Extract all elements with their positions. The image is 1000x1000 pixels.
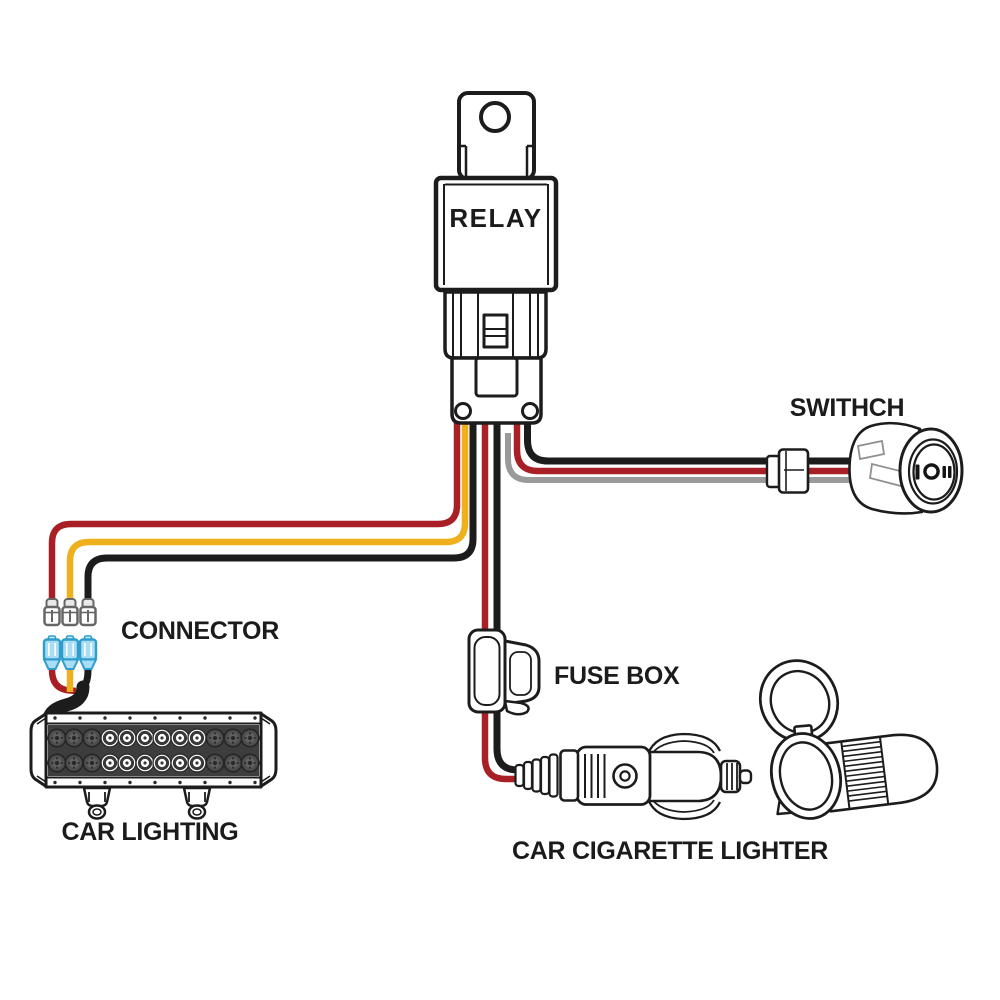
connector-terminals — [42, 597, 98, 671]
female-terminal-icon — [78, 634, 98, 671]
plug-collar — [559, 749, 580, 802]
switch-label: SWITHCH — [790, 394, 905, 422]
cigarette-lighter-plug — [514, 732, 753, 821]
wire-relay-connector-black — [84, 412, 477, 601]
female-terminal-icon — [42, 634, 62, 671]
fuse-box — [467, 628, 541, 716]
relay-label: RELAY — [449, 203, 542, 233]
switch-markings-I-O-II — [915, 463, 952, 480]
marking-II — [942, 466, 946, 478]
light-bar-endcap-right — [258, 711, 278, 789]
male-terminal-icon — [61, 597, 79, 627]
plug-barrel — [647, 750, 723, 803]
relay-assembly — [433, 91, 559, 425]
wire-relay-switch-black — [524, 412, 860, 465]
switch-rocker-face[interactable] — [912, 443, 956, 501]
male-terminal-icon — [79, 597, 97, 627]
marking-O — [923, 463, 940, 480]
car-lighting-label: CAR LIGHTING — [62, 818, 239, 846]
wire-relay-connector-yellow — [66, 412, 469, 601]
switch — [848, 421, 964, 515]
marking-I — [915, 464, 920, 480]
connector-label: CONNECTOR — [121, 617, 279, 645]
plug-tip-contact — [738, 769, 753, 785]
wire-harness — [42, 412, 860, 783]
wire-relay-switch-gray — [505, 433, 860, 483]
wire-relay-connector-red — [48, 412, 461, 601]
relay-body — [433, 175, 559, 293]
female-terminal-icon — [60, 634, 80, 671]
wire-connector-bar-red — [48, 669, 77, 695]
relay-socket — [443, 290, 548, 425]
marking-II — [948, 466, 952, 478]
fuse-box-body — [467, 628, 507, 714]
labels: RELAY SWITHCH CONNECTOR FUSE BOX CAR LIG… — [62, 203, 905, 865]
relay-mounting-hole — [479, 101, 511, 133]
switch-lead-connector — [765, 448, 810, 494]
fuse-box-lever — [503, 699, 530, 716]
wire-relay-fuse-red — [481, 412, 530, 783]
mounting-bracket — [182, 786, 212, 820]
light-bar-endcap-left — [29, 711, 49, 789]
wire-relay-switch-red — [513, 412, 860, 475]
mounting-bracket — [82, 786, 112, 820]
plug-strain-relief — [514, 753, 559, 798]
fuse-box-label: FUSE BOX — [554, 662, 680, 690]
male-terminal-icon — [43, 597, 61, 627]
lighter-socket — [758, 659, 939, 820]
light-bar — [29, 711, 278, 820]
socket-body — [821, 733, 939, 813]
car-cigarette-lighter-label: CAR CIGARETTE LIGHTER — [512, 837, 828, 865]
